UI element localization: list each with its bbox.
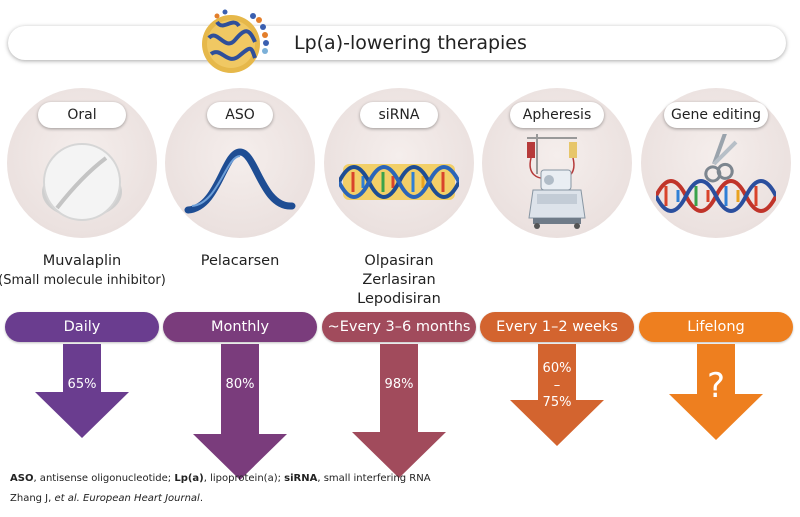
category-label: Gene editing xyxy=(664,102,768,128)
reduction-arrow xyxy=(35,344,129,438)
footnote-part: Lp(a) xyxy=(174,473,204,484)
reduction-arrow xyxy=(510,344,604,446)
reduction-text: 75% xyxy=(542,395,572,410)
footnote-part: , antisense oligonucleotide; xyxy=(33,473,175,484)
dosing-frequency-banner: Daily xyxy=(5,312,159,342)
title-banner xyxy=(8,26,786,60)
lp-a-reduction-value: ? xyxy=(639,368,793,404)
abbreviation-footnote: ASO, antisense oligonucleotide; Lp(a), l… xyxy=(10,473,431,484)
reduction-text: ? xyxy=(706,366,726,406)
footnote-part: , small interfering RNA xyxy=(317,473,431,484)
citation-authors: Zhang J, xyxy=(10,493,55,504)
antisense-strand-icon xyxy=(180,134,300,230)
reduction-arrow xyxy=(193,344,287,480)
category-label: Apheresis xyxy=(510,102,604,128)
reduction-text: 98% xyxy=(384,377,414,392)
drug-name: Lepodisiran xyxy=(357,291,441,307)
lp-a-reduction-value: 65% xyxy=(5,376,159,393)
lp-a-reduction-value: 60% – 75% xyxy=(480,360,634,411)
category-label: siRNA xyxy=(360,102,438,128)
page-title: Lp(a)-lowering therapies xyxy=(294,32,527,54)
double-strand-rna-icon xyxy=(337,134,461,230)
reduction-arrow xyxy=(669,344,763,440)
drug-name: Olpasiran xyxy=(364,253,434,269)
drug-name: Muvalaplin xyxy=(42,253,122,269)
tablet-icon xyxy=(22,134,142,230)
dosing-frequency-banner: Monthly xyxy=(163,312,317,342)
footnote-part: siRNA xyxy=(284,473,318,484)
citation-etal: et al. xyxy=(54,493,80,504)
citation-journal: European Heart Journal xyxy=(83,493,200,504)
dosing-frequency-banner: ~Every 3–6 months xyxy=(322,312,476,342)
reduction-text: 80% xyxy=(225,377,255,392)
apheresis-machine-icon xyxy=(497,134,617,230)
lipoprotein-particle-icon xyxy=(202,9,269,73)
lp-a-reduction-value: 80% xyxy=(163,376,317,393)
drug-name: Pelacarsen xyxy=(200,253,280,269)
dosing-frequency-banner: Lifelong xyxy=(639,312,793,342)
category-label: Oral xyxy=(38,102,126,128)
footnote-part: ASO xyxy=(10,473,34,484)
reduction-text: – xyxy=(553,378,561,393)
reduction-text: 65% xyxy=(67,377,97,392)
drug-names: Muvalaplin (Small molecule inhibitor) xyxy=(0,252,169,290)
citation-end: . xyxy=(199,493,204,504)
category-label: ASO xyxy=(207,102,273,128)
dosing-frequency-banner: Every 1–2 weeks xyxy=(480,312,634,342)
dna-scissors-icon xyxy=(654,131,778,230)
footnote-part: , lipoprotein(a); xyxy=(203,473,285,484)
drug-names: Pelacarsen xyxy=(153,252,327,271)
drug-name: (Small molecule inhibitor) xyxy=(0,273,166,288)
drug-name: Zerlasiran xyxy=(362,272,436,288)
lp-a-reduction-value: 98% xyxy=(322,376,476,393)
reduction-arrow xyxy=(352,344,446,478)
citation: Zhang J, et al. European Heart Journal. xyxy=(10,493,203,504)
reduction-text: 60% xyxy=(542,361,572,376)
